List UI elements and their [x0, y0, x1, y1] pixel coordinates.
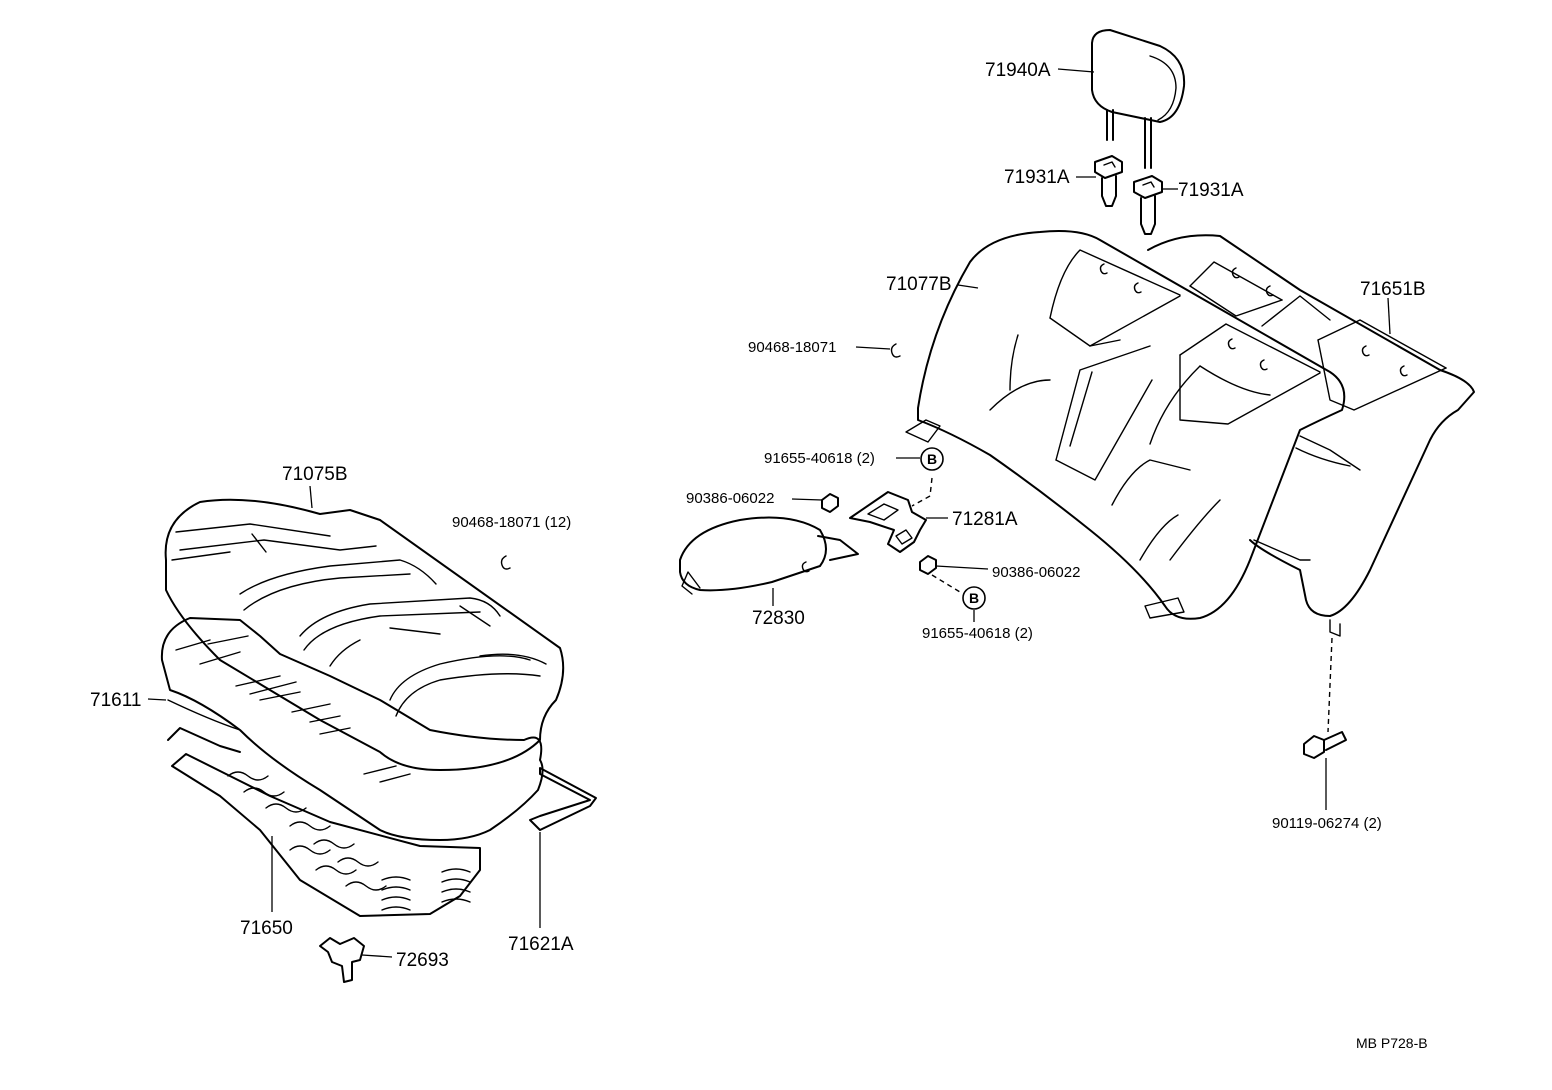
label-71075B: 71075B: [282, 464, 348, 485]
label-91655-40618-bottom: 91655-40618 (2): [922, 625, 1033, 642]
svg-text:B: B: [927, 451, 937, 467]
marker-b-bottom: B: [962, 586, 986, 610]
headrest-support-left[interactable]: [1094, 155, 1123, 207]
label-72693: 72693: [396, 950, 449, 971]
bracket[interactable]: [849, 491, 927, 553]
armrest[interactable]: [679, 516, 859, 595]
svg-text:B: B: [969, 590, 979, 606]
seat-cushion-cover[interactable]: [164, 498, 565, 771]
clip-left[interactable]: [500, 555, 511, 570]
label-71651B: 71651B: [1360, 279, 1426, 300]
label-90468-18071-left: 90468-18071 (12): [452, 514, 571, 531]
label-90119-06274: 90119-06274 (2): [1272, 815, 1382, 832]
label-90468-18071-top: 90468-18071: [748, 339, 836, 356]
label-72830: 72830: [752, 608, 805, 629]
mounting-bolt[interactable]: [1303, 731, 1347, 759]
clip-top[interactable]: [890, 343, 901, 358]
hook[interactable]: [319, 937, 365, 983]
label-71611: 71611: [90, 690, 141, 711]
seat-cushion-pad[interactable]: [160, 617, 544, 841]
label-71650: 71650: [240, 918, 293, 939]
label-90386-06022-left: 90386-06022: [686, 490, 774, 507]
headrest-support-right[interactable]: [1133, 175, 1163, 235]
diagram-reference: MB P728-B: [1356, 1035, 1428, 1051]
leader-lines: [147, 68, 1391, 958]
label-71281A: 71281A: [952, 509, 1018, 530]
seat-back-frame[interactable]: [1147, 234, 1475, 637]
bolt-left[interactable]: [821, 493, 839, 513]
label-71931A-left: 71931A: [1004, 167, 1070, 188]
label-90386-06022-right: 90386-06022: [992, 564, 1080, 581]
label-71931A-right: 71931A: [1178, 180, 1244, 201]
label-71940A: 71940A: [985, 60, 1051, 81]
label-71077B: 71077B: [886, 274, 952, 295]
seat-back-cover[interactable]: [905, 230, 1346, 620]
label-71621A: 71621A: [508, 934, 574, 955]
label-91655-40618-top: 91655-40618 (2): [764, 450, 875, 467]
marker-b-top: B: [920, 447, 944, 471]
bolt-right[interactable]: [919, 555, 937, 575]
seat-pan[interactable]: [529, 767, 597, 831]
seat-frame[interactable]: [167, 727, 481, 917]
headrest[interactable]: [1091, 29, 1186, 169]
